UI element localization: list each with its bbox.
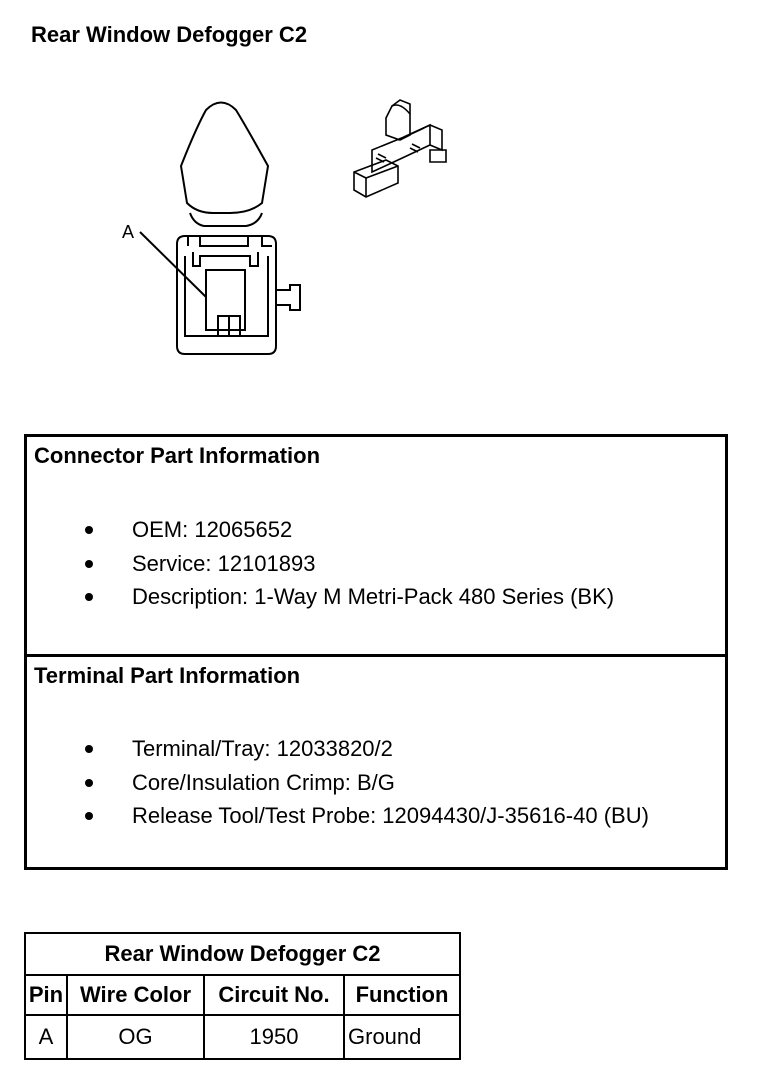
terminal-info-title: Terminal Part Information [34,663,301,688]
connector-info-title: Connector Part Information [34,443,321,468]
list-item-text: Core/Insulation Crimp: B/G [132,769,395,795]
part-info-box: Connector Part Information OEM: 12065652… [24,434,728,870]
bullet-icon [85,559,93,568]
cell-wire-color: OG [66,1014,205,1060]
bullet-icon [85,526,93,534]
header-circuit-no: Circuit No. [203,974,345,1016]
terminal-part-info: Terminal Part Information Terminal/Tray:… [27,657,725,870]
header-wire-color: Wire Color [66,974,205,1016]
cell-circuit-no: 1950 [203,1014,345,1060]
bullet-icon [85,593,93,601]
bullet-icon [85,778,93,787]
header-pin: Pin [24,974,68,1016]
bullet-icon [85,812,93,820]
bullet-icon [85,745,93,753]
header-function: Function [343,974,461,1016]
list-item-text: OEM: 12065652 [132,517,293,542]
connector-face-view-icon [176,101,301,355]
list-item-text: Description: 1-Way M Metri-Pack 480 Seri… [132,584,615,609]
callout-label: A [122,222,134,242]
pin-table: Rear Window Defogger C2 Pin Wire Color C… [24,932,461,1060]
connector-figure: A [122,99,447,355]
table-row: A OG 1950 Ground [24,1014,461,1060]
cell-pin: A [24,1014,68,1060]
cell-function: Ground [343,1014,461,1060]
list-item-text: Service: 12101893 [132,550,316,576]
table-title-row: Rear Window Defogger C2 [24,932,461,976]
connector-part-info: Connector Part Information OEM: 12065652… [27,437,725,657]
list-item-text: Terminal/Tray: 12033820/2 [132,736,393,761]
callout-leader-line [139,231,207,298]
list-item-text: Release Tool/Test Probe: 12094430/J-3561… [132,803,649,828]
connector-3d-view-icon [353,99,447,198]
table-title: Rear Window Defogger C2 [24,932,461,976]
page-title: Rear Window Defogger C2 [31,22,308,47]
table-header-row: Pin Wire Color Circuit No. Function [24,974,461,1016]
